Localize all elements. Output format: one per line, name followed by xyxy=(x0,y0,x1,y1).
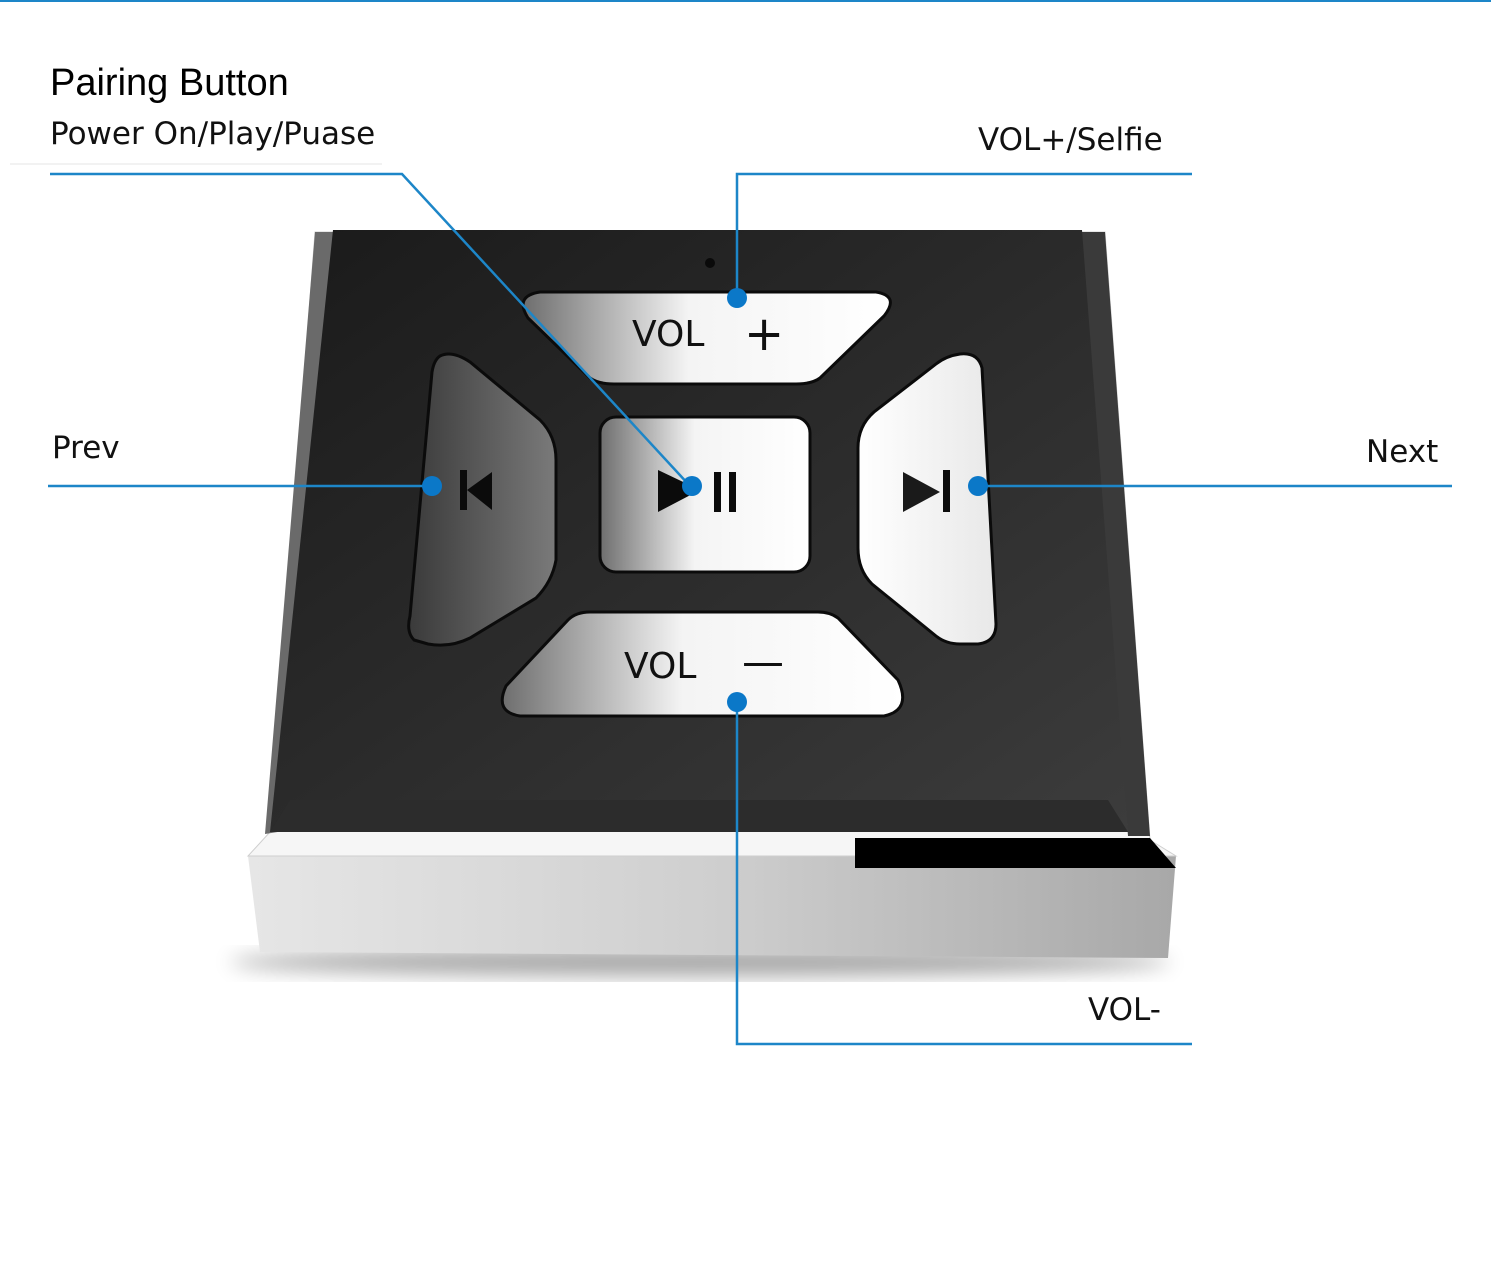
vol-up-key-label: VOL xyxy=(632,314,704,355)
callout-label-next: Next xyxy=(1366,434,1439,470)
callout-line-play-pause xyxy=(50,172,691,487)
vol-up-key[interactable] xyxy=(521,290,892,386)
callout-dot-prev xyxy=(422,476,442,496)
callout-label-vol-down: VOL- xyxy=(1088,992,1161,1028)
play-pause-key[interactable] xyxy=(598,415,812,574)
callout-label-play-pause: Power On/Play/Puase xyxy=(50,116,376,152)
skip-previous-icon xyxy=(460,470,492,510)
callout-label-vol-up: VOL+/Selfie xyxy=(978,122,1163,158)
vol-down-key-label: VOL xyxy=(624,646,696,687)
callout-dot-vol-up xyxy=(727,288,747,308)
device-body-side xyxy=(248,856,1176,958)
vol-down-key[interactable] xyxy=(500,610,905,718)
device-right-edge xyxy=(1080,232,1150,836)
callout-line-vol-up xyxy=(735,172,1192,298)
callout-label-prev: Prev xyxy=(52,430,120,466)
play-pause-icon xyxy=(658,470,736,512)
skip-next-icon xyxy=(903,470,950,512)
vol-up-key-symbol: + xyxy=(744,306,784,362)
device-slot xyxy=(855,838,1176,868)
callout-dot-vol-down xyxy=(727,692,747,712)
callout-dots xyxy=(422,288,988,712)
callout-lines xyxy=(48,172,1452,1046)
device-top-bevel xyxy=(270,800,1128,832)
top-border-line xyxy=(0,0,1491,2)
callout-dot-next xyxy=(968,476,988,496)
callout-line-vol-down xyxy=(735,702,1192,1046)
callout-dot-play-pause xyxy=(682,476,702,496)
vol-down-key-symbol: — xyxy=(742,637,784,686)
led-indicator xyxy=(705,258,715,268)
diagram-title: Pairing Button xyxy=(50,62,289,104)
